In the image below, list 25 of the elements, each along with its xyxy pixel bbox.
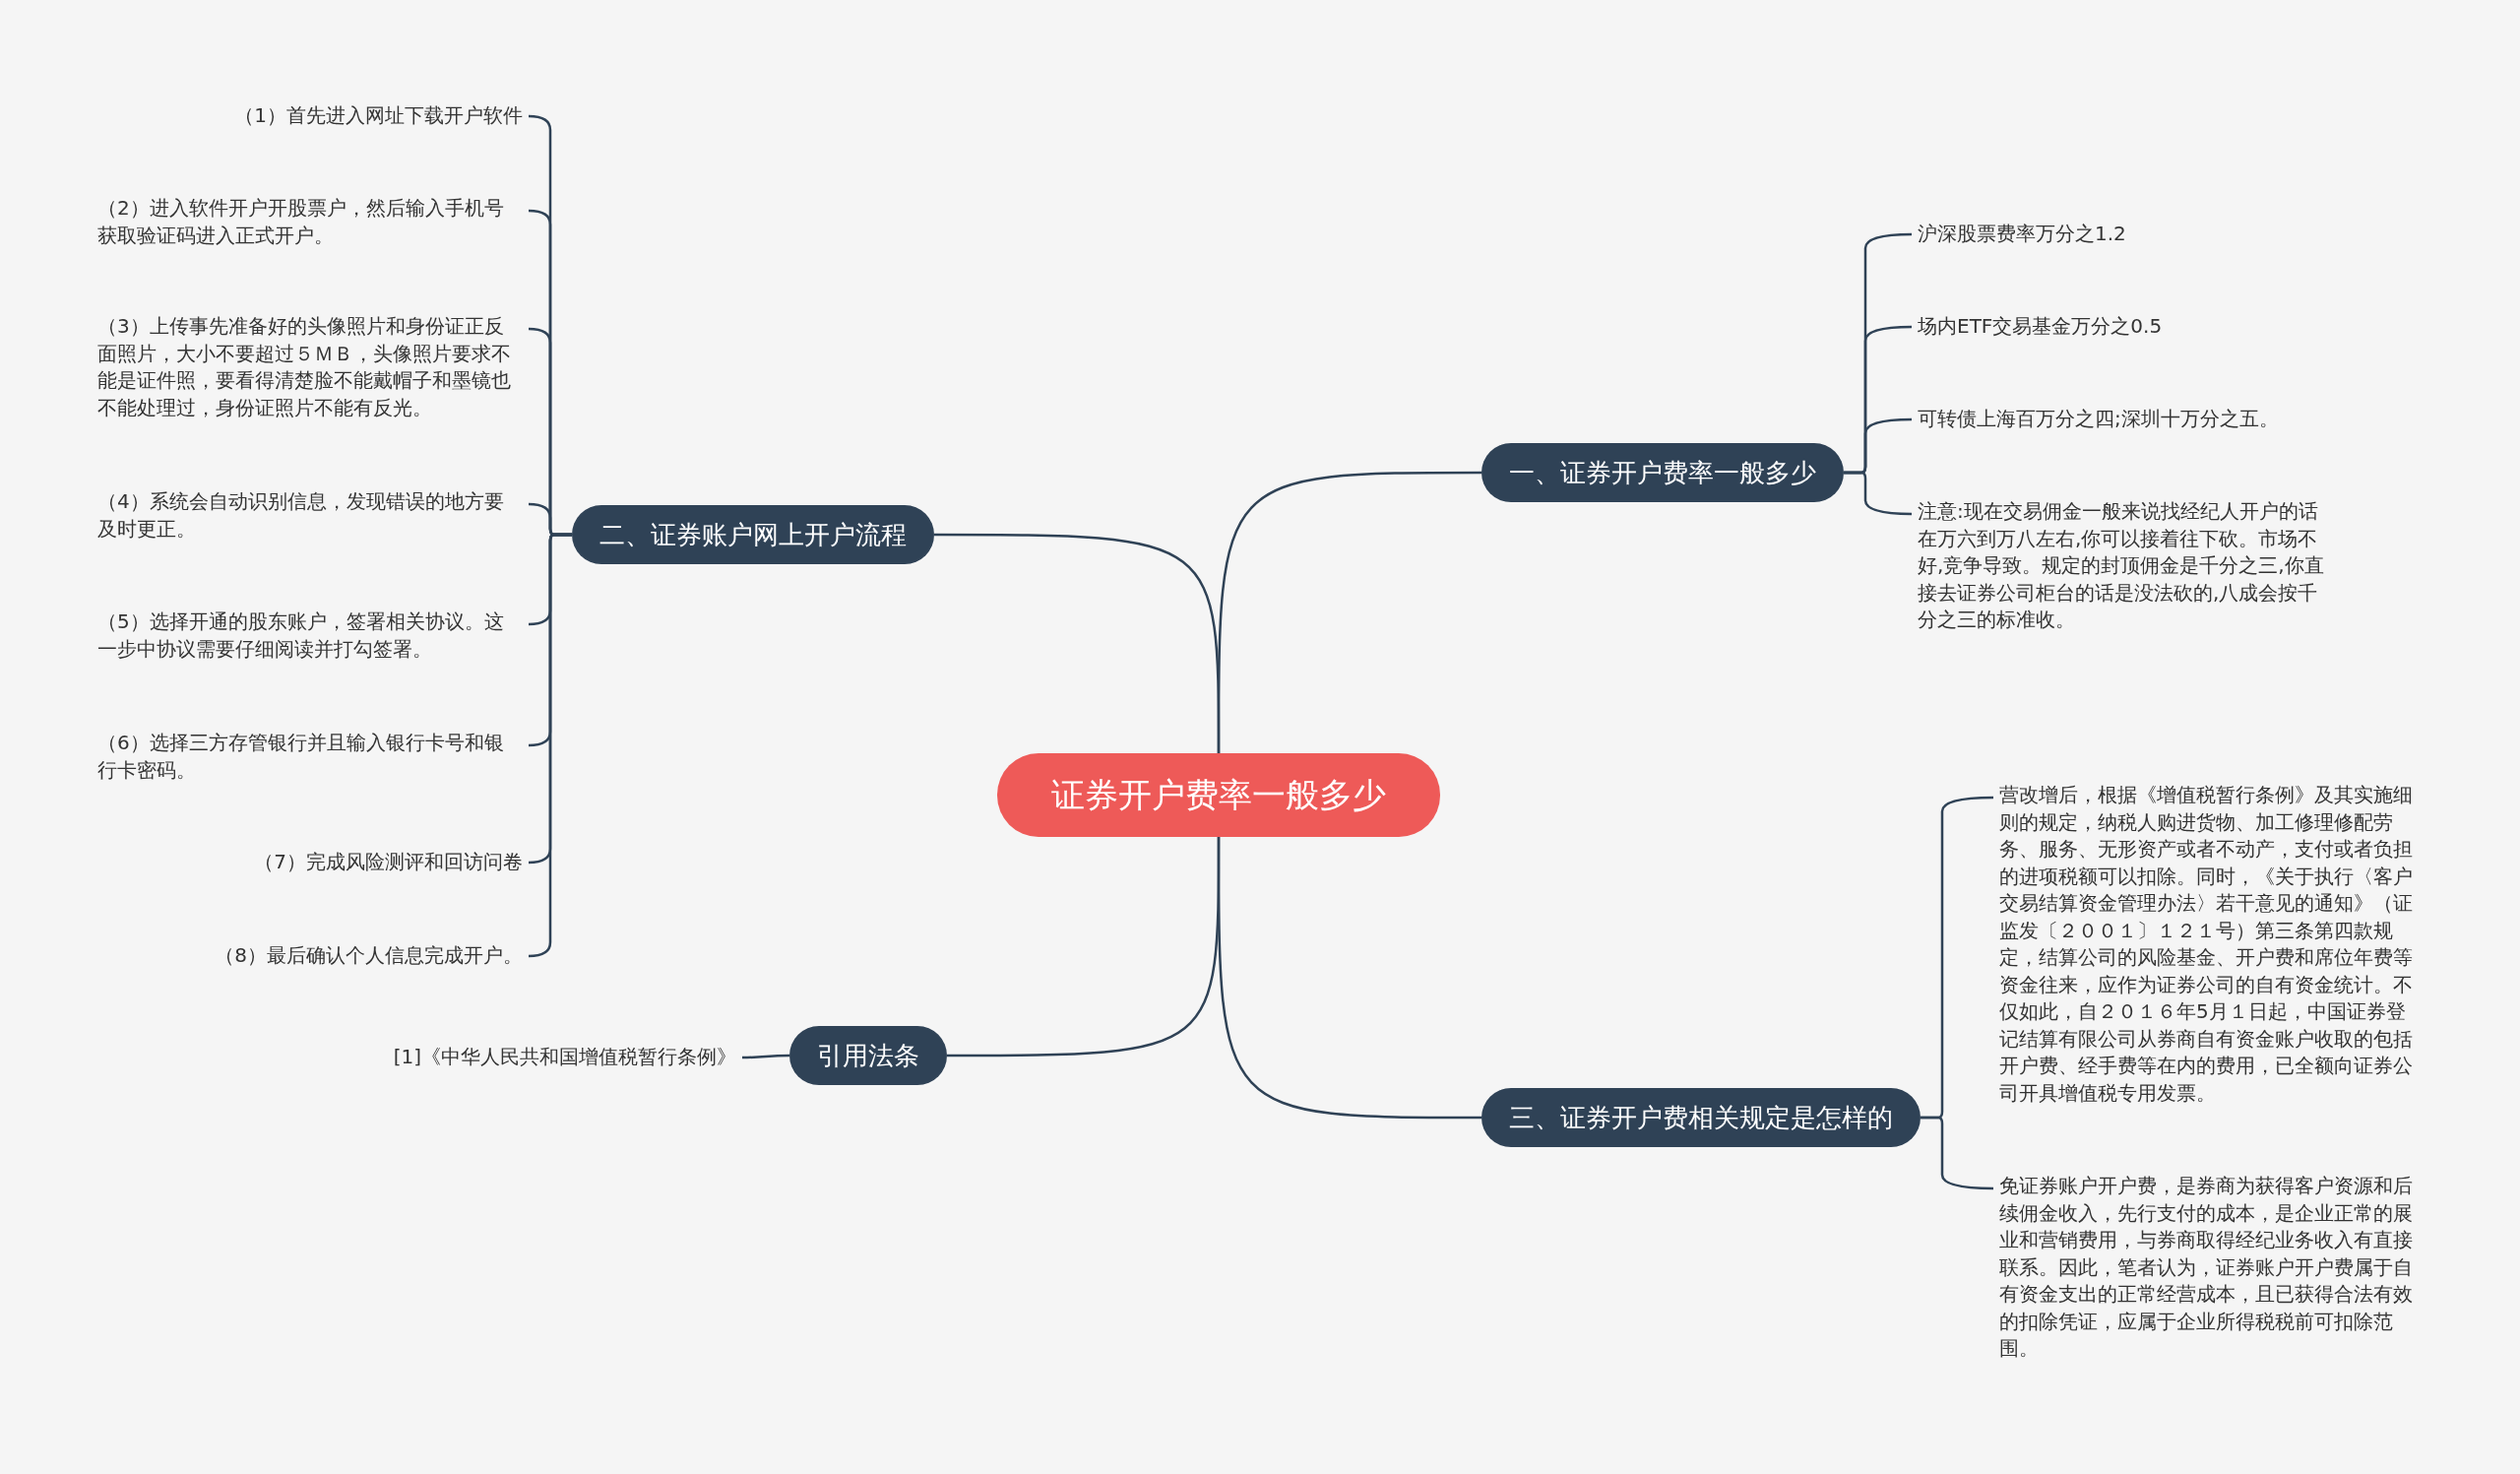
subtopic-text: （4）系统会自动识别信息，发现错误的地方要及时更正。 [97, 488, 523, 543]
subtopic-text: 免证券账户开户费，是券商为获得客户资源和后续佣金收入，先行支付的成本，是企业正常的展业和营销费用，与券商取得经纪业务收入有直接联系。因此，笔者认为，证券账户开户费属于自有资金支出的正常经营成本，且已获得合法有效的扣除凭证，应属于企业所得税税前可扣除范围。 [1999, 1173, 2425, 1363]
subtopic-text: （7）完成风险测评和回访问卷 [254, 849, 523, 876]
connector-line [1844, 471, 1912, 516]
topic-pill: 三、证券开户费相关规定是怎样的 [1481, 1088, 1921, 1147]
subtopic-text: [1]《中华人民共和国增值税暂行条例》 [393, 1044, 736, 1071]
subtopic-text: 沪深股票费率万分之1.2 [1918, 221, 2126, 248]
subtopic-text: （8）最后确认个人信息完成开户。 [215, 942, 523, 970]
subtopic-text: 场内ETF交易基金万分之0.5 [1918, 313, 2163, 341]
subtopic-text: （6）选择三方存管银行并且输入银行卡号和银行卡密码。 [97, 730, 523, 784]
connector-line [1921, 1116, 1993, 1190]
topic-pill: 二、证券账户网上开户流程 [572, 505, 934, 564]
subtopic-text: 营改增后，根据《增值税暂行条例》及其实施细则的规定，纳税人购进货物、加工修理修配劳务、服务、无形资产或者不动产，支付或者负担的进项税额可以扣除。同时，《关于执行〈客户交易结算资金管理办法〉若干意见的通知》（证监发〔２００１〕１２１号）第三条第四款规定，结算公司的风险基金、开户费和席位年费等资金往来，应作为证券公司的自有资金统计。不仅如此，自２０１６年5月１日起，中国证券登记结算有限公司从券商自有资金账户收取的包括开户费、经手费等在内的费用，已全额向证券公司开具增值税专用发票。 [1999, 782, 2425, 1107]
subtopic-text: （3）上传事先准备好的头像照片和身份证正反面照片，大小不要超过５ＭＢ，头像照片要求不能是证件照，要看得清楚脸不能戴帽子和墨镜也不能处理过，身份证照片不能有反光。 [97, 313, 523, 421]
connector-line [1217, 471, 1481, 753]
subtopic-text: 注意:现在交易佣金一般来说找经纪人开户的话在万六到万八左右,你可以接着往下砍。市场不好,竞争导致。规定的封顶佣金是千分之三,你直接去证券公司柜台的话是没法砍的,八成会按千分之三的标准收。 [1918, 498, 2335, 634]
subtopic-text: 可转债上海百万分之四;深圳十万分之五。 [1918, 406, 2279, 433]
subtopic-text: （5）选择开通的股东账户，签署相关协议。这一步中协议需要仔细阅读并打勾签署。 [97, 609, 523, 663]
topic-pill: 一、证券开户费率一般多少 [1481, 443, 1844, 502]
topic-pill: 引用法条 [789, 1026, 947, 1085]
connector-line [742, 1054, 789, 1059]
connector-line [1217, 837, 1481, 1120]
central-topic: 证券开户费率一般多少 [997, 753, 1440, 837]
subtopic-text: （1）首先进入网址下载开户软件 [234, 102, 523, 130]
subtopic-text: （2）进入软件开户开股票户，然后输入手机号获取验证码进入正式开户。 [97, 195, 523, 249]
